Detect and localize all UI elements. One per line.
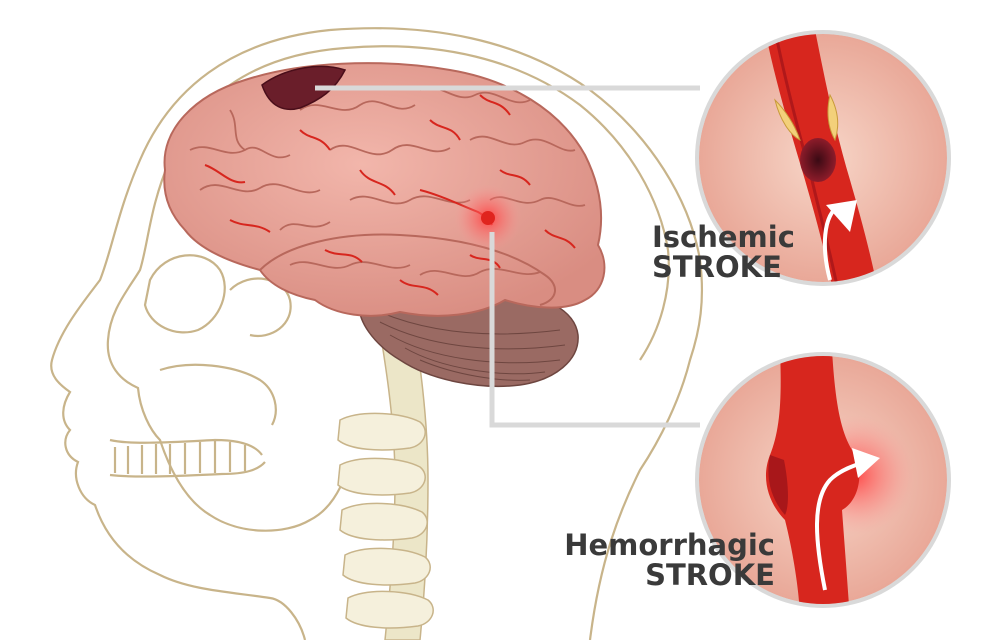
hemorrhagic-label-line2: STROKE [645, 558, 775, 593]
ischemic-label-line1: Ischemic [652, 220, 795, 254]
connector-lines [315, 85, 700, 428]
hemorrhagic-label-line1: Hemorrhagic [564, 528, 775, 562]
ischemic-stroke-label: Ischemic STROKE [652, 222, 795, 283]
hemorrhagic-detail-circle [695, 352, 951, 608]
ischemic-detail-circle [695, 30, 951, 286]
brain-illustration [163, 62, 606, 317]
spine [337, 299, 434, 640]
hemorrhagic-stroke-label: Hemorrhagic STROKE [560, 530, 775, 591]
blood-clot [800, 138, 836, 182]
ischemic-label-line2: STROKE [652, 250, 782, 285]
flow-arrow [815, 460, 866, 591]
